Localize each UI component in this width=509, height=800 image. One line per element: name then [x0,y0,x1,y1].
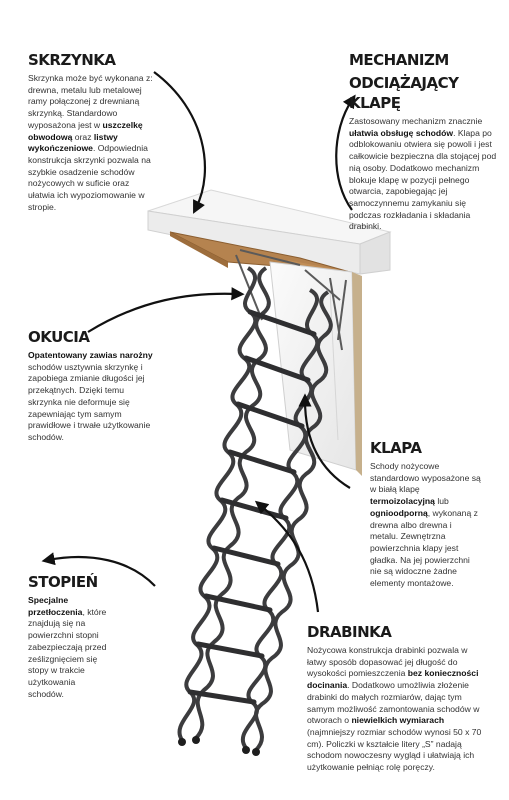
section-mechanizm: MECHANIZM ODCIĄŻAJĄCY KLAPĘ Zastosowany … [349,50,497,233]
section-okucia: OKUCIA Opatentowany zawias narożny schod… [28,327,154,444]
section-title-line1: MECHANIZM [349,51,449,69]
section-title: KLAPA [370,439,422,457]
section-text: Skrzynka może być wykonana z: drewna, me… [28,73,153,212]
curved-arrow-icon [254,500,320,613]
hatch-panel [269,261,362,476]
section-title: OKUCIA [28,328,90,346]
section-text: Nożycowa konstrukcja drabinki pozwala w … [307,645,482,773]
ladder-feet [178,736,260,756]
curved-arrow-icon [41,552,156,587]
section-title: STOPIEŃ [28,573,98,591]
section-text: Opatentowany zawias narożny schodów uszt… [28,350,153,442]
section-stopien: STOPIEŃ Specjalne przetłoczenia, które z… [28,572,110,700]
section-text: Specjalne przetłoczenia, które znajdują … [28,595,107,699]
section-text: Schody nożycowe standardowo wyposażone s… [370,461,481,589]
curved-arrow-icon [298,393,351,489]
section-title: SKRZYNKA [28,51,116,69]
curved-arrow-icon [335,94,356,211]
ladder-treads [187,309,317,705]
section-title-line2: ODCIĄŻAJĄCY KLAPĘ [349,74,459,112]
mechanism [235,249,347,351]
curved-arrow-icon [153,71,207,214]
section-text: Zastosowany mechanizm znacznie ułatwia o… [349,116,497,232]
section-title: DRABINKA [307,623,392,641]
section-klapa: KLAPA Schody nożycowe standardowo wyposa… [370,438,482,590]
section-drabinka: DRABINKA Nożycowa konstrukcja drabinki p… [307,622,487,774]
curved-arrow-icon [87,287,245,333]
section-skrzynka: SKRZYNKA Skrzynka może być wykonana z: d… [28,50,154,213]
